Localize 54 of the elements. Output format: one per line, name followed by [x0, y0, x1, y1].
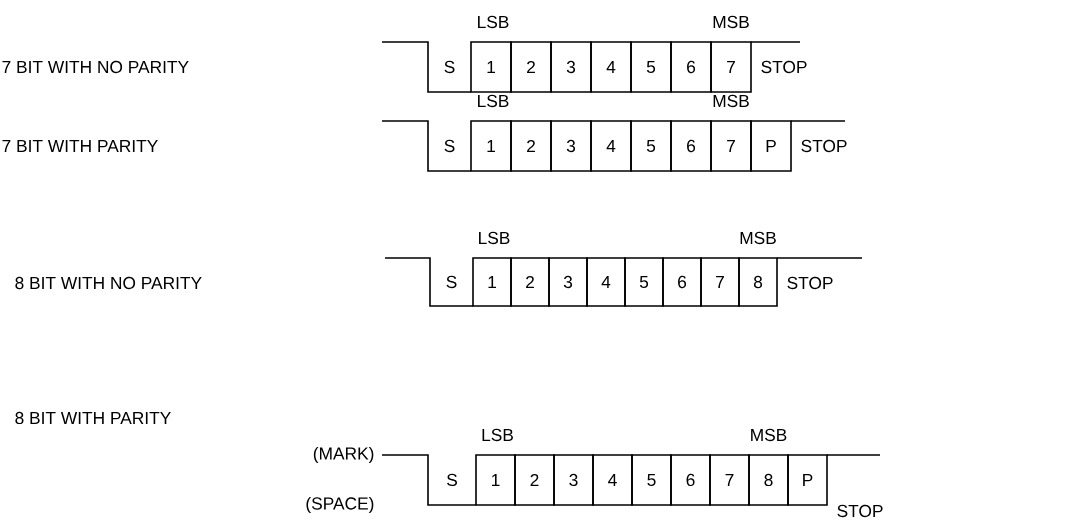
bit-box: 6: [670, 41, 712, 93]
bit-box: 2: [510, 41, 552, 93]
bit-box: 7: [700, 257, 740, 307]
label: STOP: [837, 504, 883, 518]
bit-box: 6: [670, 120, 712, 172]
label: S: [444, 60, 455, 74]
label: MSB: [740, 231, 776, 245]
bit-box: 1: [475, 454, 516, 506]
bit-box: 2: [510, 257, 550, 307]
label: (SPACE): [306, 496, 374, 514]
label: 8 BIT WITH NO PARITY: [15, 276, 202, 290]
label: STOP: [801, 139, 847, 153]
bit-box: 1: [472, 257, 512, 307]
label: MSB: [751, 428, 787, 442]
bit-box: 7: [710, 120, 752, 172]
label: (MARK): [313, 446, 374, 464]
bit-box: P: [750, 120, 792, 172]
bit-box: 5: [630, 120, 672, 172]
bit-box: 3: [548, 257, 588, 307]
bit-box: 5: [624, 257, 664, 307]
bit-box: 3: [550, 120, 592, 172]
bit-box: P: [787, 454, 828, 506]
label: LSB: [482, 428, 513, 442]
bit-box: 5: [630, 41, 672, 93]
label: 8 BIT WITH PARITY: [15, 411, 171, 425]
bit-box: 6: [670, 454, 711, 506]
label: 7 BIT WITH NO PARITY: [2, 60, 189, 74]
bit-box: 4: [586, 257, 626, 307]
bit-box: 3: [550, 41, 592, 93]
label: LSB: [479, 231, 510, 245]
label: LSB: [478, 94, 509, 108]
bit-box: 5: [631, 454, 672, 506]
bit-box: 4: [590, 41, 632, 93]
bit-box: 1: [470, 41, 512, 93]
bit-box: 3: [553, 454, 594, 506]
bit-box: 7: [709, 454, 750, 506]
bit-box: 4: [590, 120, 632, 172]
label: STOP: [787, 276, 833, 290]
label: S: [446, 275, 457, 289]
bit-box: 8: [738, 257, 778, 307]
bit-box: 7: [710, 41, 752, 93]
label: S: [444, 139, 455, 153]
bit-box: 8: [748, 454, 789, 506]
label: LSB: [478, 15, 509, 29]
label: MSB: [713, 94, 749, 108]
bit-box: 1: [470, 120, 512, 172]
label: S: [447, 473, 457, 487]
bit-box: 4: [592, 454, 633, 506]
bit-box: 2: [514, 454, 555, 506]
label: MSB: [713, 15, 749, 29]
label: 7 BIT WITH PARITY: [2, 140, 158, 152]
label: STOP: [761, 60, 807, 74]
bit-box: 2: [510, 120, 552, 172]
bit-box: 6: [662, 257, 702, 307]
